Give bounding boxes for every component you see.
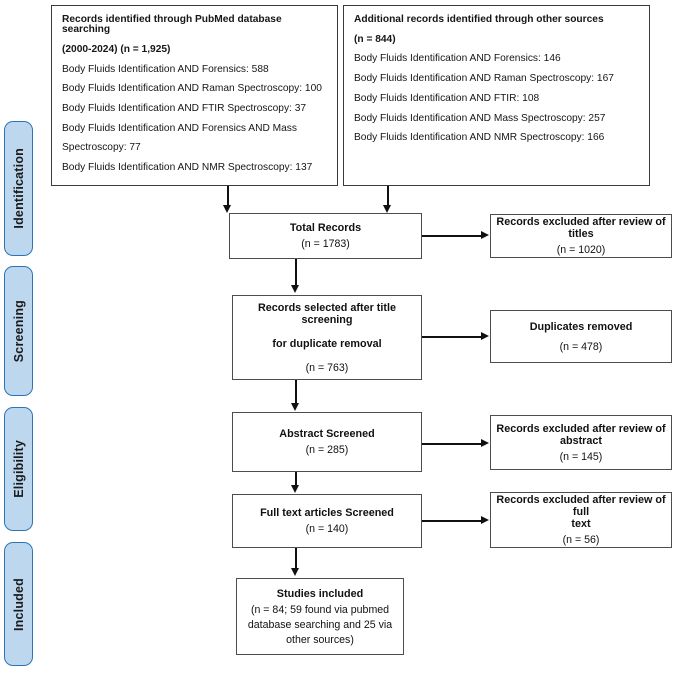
other-query-3: Body Fluids Identification AND FTIR: 108 (354, 92, 540, 104)
excluded-full-text-count: (n = 56) (562, 534, 600, 546)
title-screening-line1: Records selected after title screening (257, 301, 396, 326)
other-heading-line2: (n = 844) (354, 33, 396, 45)
box-excluded-titles: Records excluded after review of titles … (490, 214, 672, 258)
connector-pubmed-to-total (227, 186, 229, 206)
excluded-full-text-line1: Records excluded after review of full (496, 494, 666, 518)
studies-included-detail-line3: other sources) (286, 633, 354, 646)
box-title-screening: Records selected after title screening f… (232, 295, 422, 380)
stage-identification: Identification (4, 121, 33, 256)
duplicates-removed-count: (n = 478) (559, 340, 603, 353)
excluded-abstract-count: (n = 145) (559, 450, 603, 463)
connector-abstract-to-full-text (295, 472, 297, 486)
box-excluded-full-text: Records excluded after review of full te… (490, 492, 672, 548)
other-query-4: Body Fluids Identification AND Mass Spec… (354, 112, 606, 124)
excluded-titles-count: (n = 1020) (556, 244, 606, 256)
stage-eligibility: Eligibility (4, 407, 33, 531)
total-records-title: Total Records (289, 222, 362, 234)
connector-total-to-excluded-titles (422, 235, 482, 237)
pubmed-query-4: Body Fluids Identification AND Forensics… (62, 122, 297, 134)
abstract-screened-title: Abstract Screened (279, 428, 375, 440)
pubmed-query-3: Body Fluids Identification AND FTIR Spec… (62, 103, 307, 115)
arrowhead-abstract-to-excluded-abstract (481, 439, 489, 447)
arrowhead-full-text-to-excluded-full-text (481, 516, 489, 524)
arrowhead-title-screening-to-duplicates (481, 332, 489, 340)
excluded-abstract-line1: Records excluded after review of (496, 422, 666, 435)
stage-included-label: Included (11, 577, 26, 631)
connector-other-to-total (387, 186, 389, 206)
box-full-text-screened: Full text articles Screened (n = 140) (232, 494, 422, 548)
box-abstract-screened: Abstract Screened (n = 285) (232, 412, 422, 472)
arrowhead-full-text-to-studies-included (291, 568, 299, 576)
source-box-pubmed: Records identified through PubMed databa… (51, 5, 338, 186)
title-screening-count: (n = 763) (305, 361, 349, 374)
stage-identification-label: Identification (11, 148, 26, 229)
excluded-titles-title: Records excluded after review of titles (496, 216, 666, 240)
pubmed-query-2: Body Fluids Identification AND Raman Spe… (62, 83, 322, 95)
excluded-full-text-line2: text (571, 518, 591, 530)
arrowhead-abstract-to-full-text (291, 485, 299, 493)
duplicates-removed-title: Duplicates removed (529, 320, 633, 333)
pubmed-heading-line1: Records identified through PubMed databa… (62, 14, 282, 36)
pubmed-query-1: Body Fluids Identification AND Forensics… (62, 63, 269, 75)
pubmed-heading-line2: (2000-2024) (n = 1,925) (62, 43, 171, 55)
stage-screening-label: Screening (11, 299, 26, 363)
connector-title-screening-to-duplicates (422, 336, 482, 338)
studies-included-detail-line1: (n = 84; 59 found via pubmed (250, 603, 390, 616)
box-total-records: Total Records (n = 1783) (229, 213, 422, 259)
box-excluded-abstract: Records excluded after review of abstrac… (490, 415, 672, 470)
connector-full-text-to-excluded-full-text (422, 520, 482, 522)
total-records-count: (n = 1783) (301, 238, 350, 250)
studies-included-detail-line2: database searching and 25 via (247, 618, 393, 631)
arrowhead-other-to-total (383, 205, 391, 213)
other-query-1: Body Fluids Identification AND Forensics… (354, 53, 561, 65)
full-text-screened-title: Full text articles Screened (260, 507, 394, 519)
other-query-2: Body Fluids Identification AND Raman Spe… (354, 73, 614, 85)
arrowhead-total-to-title-screening (291, 285, 299, 293)
stage-eligibility-label: Eligibility (11, 440, 26, 498)
connector-full-text-to-studies-included (295, 548, 297, 569)
pubmed-query-5: Body Fluids Identification AND NMR Spect… (62, 162, 313, 174)
other-heading-line1: Additional records identified through ot… (354, 14, 604, 25)
arrowhead-pubmed-to-total (223, 205, 231, 213)
box-studies-included: Studies included (n = 84; 59 found via p… (236, 578, 404, 655)
stage-screening: Screening (4, 266, 33, 396)
full-text-screened-count: (n = 140) (305, 523, 349, 535)
other-query-5: Body Fluids Identification AND NMR Spect… (354, 132, 605, 144)
connector-abstract-to-excluded-abstract (422, 443, 482, 445)
excluded-abstract-line2: abstract (559, 434, 602, 447)
abstract-screened-count: (n = 285) (305, 444, 349, 456)
studies-included-title: Studies included (276, 587, 364, 600)
arrowhead-title-screening-to-abstract (291, 403, 299, 411)
connector-title-screening-to-abstract (295, 380, 297, 404)
box-duplicates-removed: Duplicates removed (n = 478) (490, 310, 672, 363)
source-box-other-sources: Additional records identified through ot… (343, 5, 650, 186)
title-screening-line2: for duplicate removal (272, 337, 382, 350)
arrowhead-total-to-excluded-titles (481, 231, 489, 239)
connector-total-to-title-screening (295, 259, 297, 286)
pubmed-query-4-cont: Spectroscopy: 77 (62, 142, 141, 154)
stage-included: Included (4, 542, 33, 666)
